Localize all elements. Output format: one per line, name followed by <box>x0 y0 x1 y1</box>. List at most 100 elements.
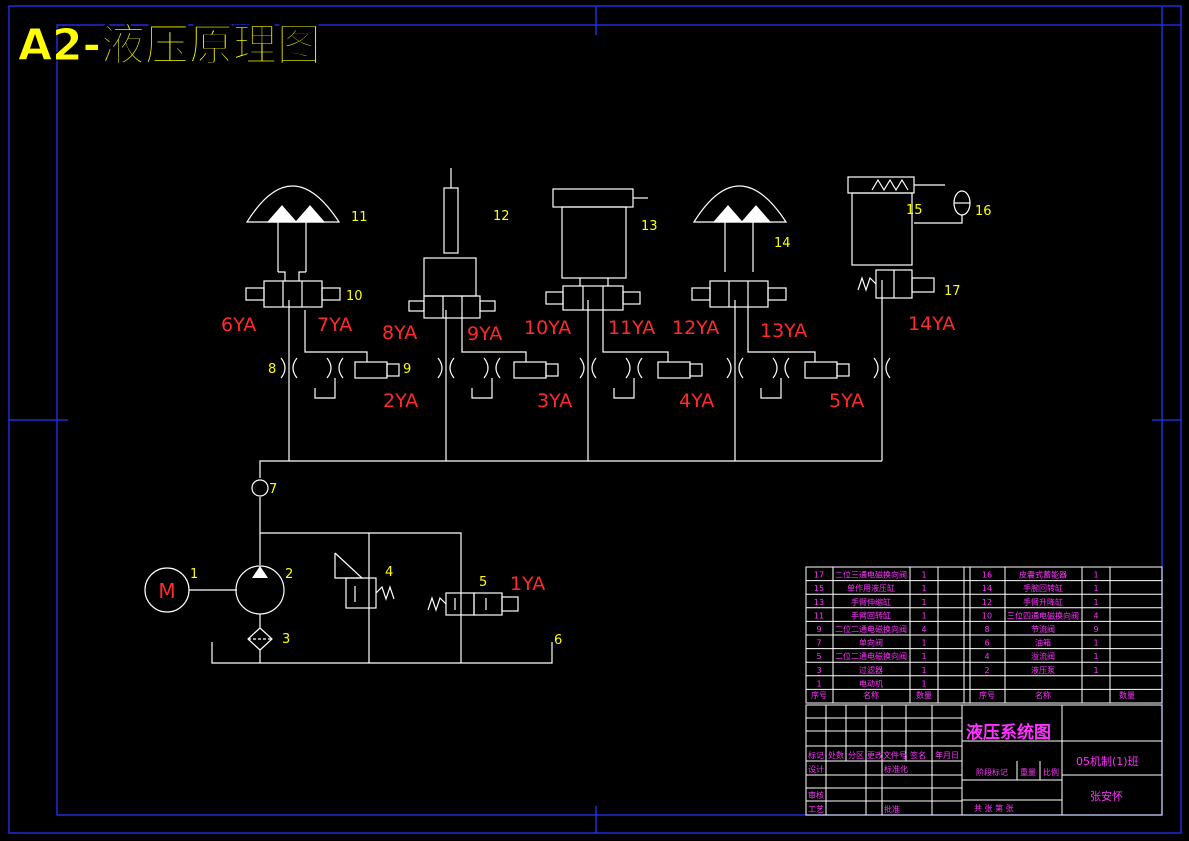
motor: M <box>144 567 190 613</box>
part-qty: 1 <box>921 666 926 675</box>
check-valve <box>251 479 269 497</box>
component-numbers: 1 2 3 4 5 6 7 8 9 10 11 12 13 14 15 16 1… <box>190 203 992 648</box>
part-qty: 1 <box>921 652 926 661</box>
part-no: 8 <box>984 625 989 634</box>
hydraulic-pump <box>235 565 285 628</box>
accumulator-16 <box>914 190 971 224</box>
drawing-name: 液压系统图 <box>966 722 1051 743</box>
part-name: 手臂升降缸 <box>1023 597 1063 607</box>
label-13: 13 <box>641 219 658 234</box>
part-no: 7 <box>816 639 821 648</box>
two-way-valves <box>304 307 850 399</box>
page-title: A2-液压原理图 <box>18 20 321 71</box>
part-no: 11 <box>814 611 824 620</box>
part-no: 14 <box>982 584 992 593</box>
part-name: 过滤器 <box>859 665 883 675</box>
part-qty: 1 <box>921 598 926 607</box>
solenoid-8ya: 8YA <box>382 322 417 344</box>
tb-scale: 比例 <box>1043 767 1059 777</box>
part-name: 二位二通电磁换向阀 <box>835 651 907 661</box>
directional-valve-10c <box>545 285 641 311</box>
part-qty: 1 <box>921 571 926 580</box>
label-12: 12 <box>493 209 510 224</box>
label-17: 17 <box>944 284 961 299</box>
part-qty: 1 <box>921 639 926 648</box>
label-2: 2 <box>285 567 293 582</box>
tb-review: 审核 <box>808 790 824 800</box>
telescopic-cylinder-13 <box>552 188 648 286</box>
header-no: 序号 <box>979 690 995 700</box>
part-no: 4 <box>984 652 989 661</box>
label-11: 11 <box>351 210 368 225</box>
part-no: 10 <box>982 611 992 620</box>
tb-stage: 阶段标记 <box>976 767 1008 777</box>
part-no: 12 <box>982 598 992 607</box>
part-no: 9 <box>816 625 821 634</box>
label-16: 16 <box>975 204 992 219</box>
solenoid-2ya: 2YA <box>383 390 418 412</box>
class-name: 05机制(1)班 <box>1076 754 1139 768</box>
part-no: 13 <box>814 598 824 607</box>
relief-valve <box>334 552 395 609</box>
tb-sign: 签名 <box>910 750 926 760</box>
directional-valve-10a <box>245 280 341 308</box>
label-1: 1 <box>190 567 198 582</box>
label-6: 6 <box>554 633 562 648</box>
solenoid-labels: 1YA 2YA 3YA 4YA 5YA 6YA 7YA 8YA 9YA 10YA… <box>221 313 955 595</box>
part-no: 15 <box>814 584 824 593</box>
tb-sheets: 共 张 第 张 <box>974 803 1014 813</box>
tb-weight: 重量 <box>1020 767 1036 777</box>
throttle-valves <box>280 357 891 379</box>
part-no: 1 <box>816 679 821 688</box>
lift-cylinder-12 <box>423 168 477 297</box>
label-15: 15 <box>906 203 923 218</box>
part-qty: 9 <box>1093 625 1098 634</box>
part-name: 液压泵 <box>1031 665 1055 675</box>
part-name: 单作用液压缸 <box>847 583 895 593</box>
part-name: 溢流阀 <box>1031 651 1055 661</box>
header-name: 名称 <box>863 690 879 700</box>
part-qty: 1 <box>921 584 926 593</box>
solenoid-12ya: 12YA <box>672 317 719 339</box>
part-name: 手腕回转缸 <box>1023 583 1063 593</box>
solenoid-3ya: 3YA <box>537 390 572 412</box>
unloading-valve <box>427 592 519 616</box>
tb-approve: 批准 <box>884 804 900 814</box>
label-4: 4 <box>385 565 393 580</box>
part-no: 2 <box>984 666 989 675</box>
part-qty: 4 <box>1093 611 1098 620</box>
tb-count: 处数 <box>828 750 844 760</box>
part-qty: 1 <box>1093 652 1098 661</box>
part-no: 16 <box>982 571 992 580</box>
part-qty: 1 <box>1093 584 1098 593</box>
header-qty: 数量 <box>1119 690 1135 700</box>
label-5: 5 <box>479 575 487 590</box>
part-qty: 1 <box>921 679 926 688</box>
filter <box>247 627 273 651</box>
solenoid-6ya: 6YA <box>221 314 256 336</box>
part-name: 手臂伸缩缸 <box>851 597 891 607</box>
tb-zone: 分区 <box>848 751 864 760</box>
tb-change-doc: 更改文件号 <box>867 750 907 760</box>
title-block: 液压系统图 05机制(1)班 张安怀 标记 处数 分区 更改文件号 签名 年月日… <box>805 704 1163 816</box>
solenoid-11ya: 11YA <box>608 317 655 339</box>
motor-label: M <box>158 579 175 603</box>
header-name: 名称 <box>1035 690 1051 700</box>
solenoid-7ya: 7YA <box>317 314 352 336</box>
solenoid-13ya: 13YA <box>760 320 807 342</box>
part-name: 油箱 <box>1035 638 1051 648</box>
part-qty: 1 <box>921 611 926 620</box>
directional-valve-10d <box>691 280 787 308</box>
solenoid-10ya: 10YA <box>524 317 571 339</box>
centering-marks <box>9 6 1181 833</box>
outer-frame <box>8 5 1182 834</box>
label-9: 9 <box>403 362 411 377</box>
part-name: 节流阀 <box>1031 624 1055 634</box>
header-qty: 数量 <box>916 690 932 700</box>
label-7: 7 <box>269 482 277 497</box>
label-14: 14 <box>774 236 791 251</box>
part-qty: 4 <box>921 625 926 634</box>
tb-process: 工艺 <box>808 805 824 814</box>
part-qty: 1 <box>1093 666 1098 675</box>
part-name: 手臂回转缸 <box>851 610 891 620</box>
